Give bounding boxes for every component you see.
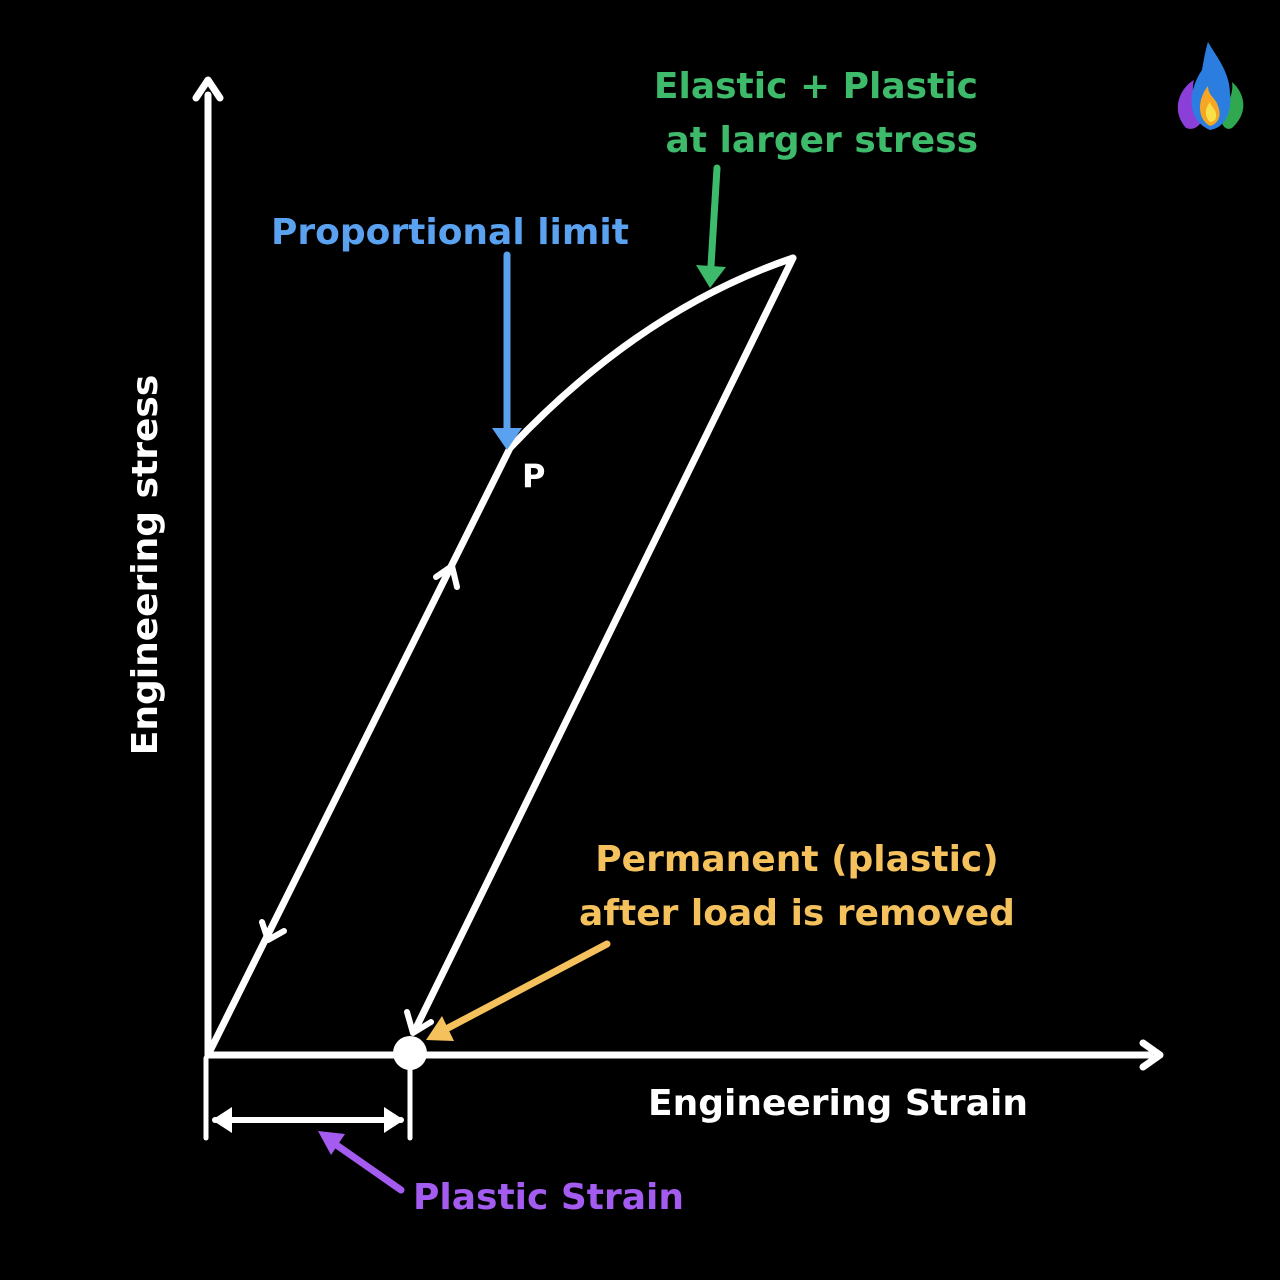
x-axis-label: Engineering Strain (648, 1083, 1028, 1124)
proportional-limit-label: Proportional limit (271, 212, 629, 253)
y-axis (192, 76, 224, 1059)
plastic-curve (506, 254, 797, 452)
plastic-strain-dimension (203, 1055, 413, 1141)
elastic-plastic-label-line2: at larger stress (665, 120, 978, 161)
permanent-set-point (393, 1036, 427, 1070)
unloading-line (404, 254, 797, 1036)
flame-logo-icon (1177, 42, 1244, 130)
x-axis (204, 1039, 1164, 1071)
permanent-label-line1: Permanent (plastic) (595, 839, 998, 880)
unloading-arrowhead (404, 1009, 434, 1036)
permanent-arrow (426, 940, 611, 1041)
elastic-plastic-label-line1: Elastic + Plastic (654, 66, 978, 107)
loading-direction-arrow (433, 563, 460, 590)
elastic-plastic-arrow (696, 164, 726, 288)
plastic-strain-arrow (318, 1131, 405, 1194)
unloading-direction-arrow (259, 919, 287, 943)
plastic-strain-label: Plastic Strain (413, 1177, 684, 1218)
proportional-limit-arrow (492, 251, 522, 450)
x-axis-arrowhead (1139, 1039, 1164, 1071)
y-axis-label: Engineering stress (125, 375, 166, 755)
permanent-label-line2: after load is removed (579, 893, 1015, 934)
elastic-loading-line (204, 444, 514, 1059)
point-p-label: P (522, 457, 545, 495)
y-axis-arrowhead (192, 76, 224, 102)
